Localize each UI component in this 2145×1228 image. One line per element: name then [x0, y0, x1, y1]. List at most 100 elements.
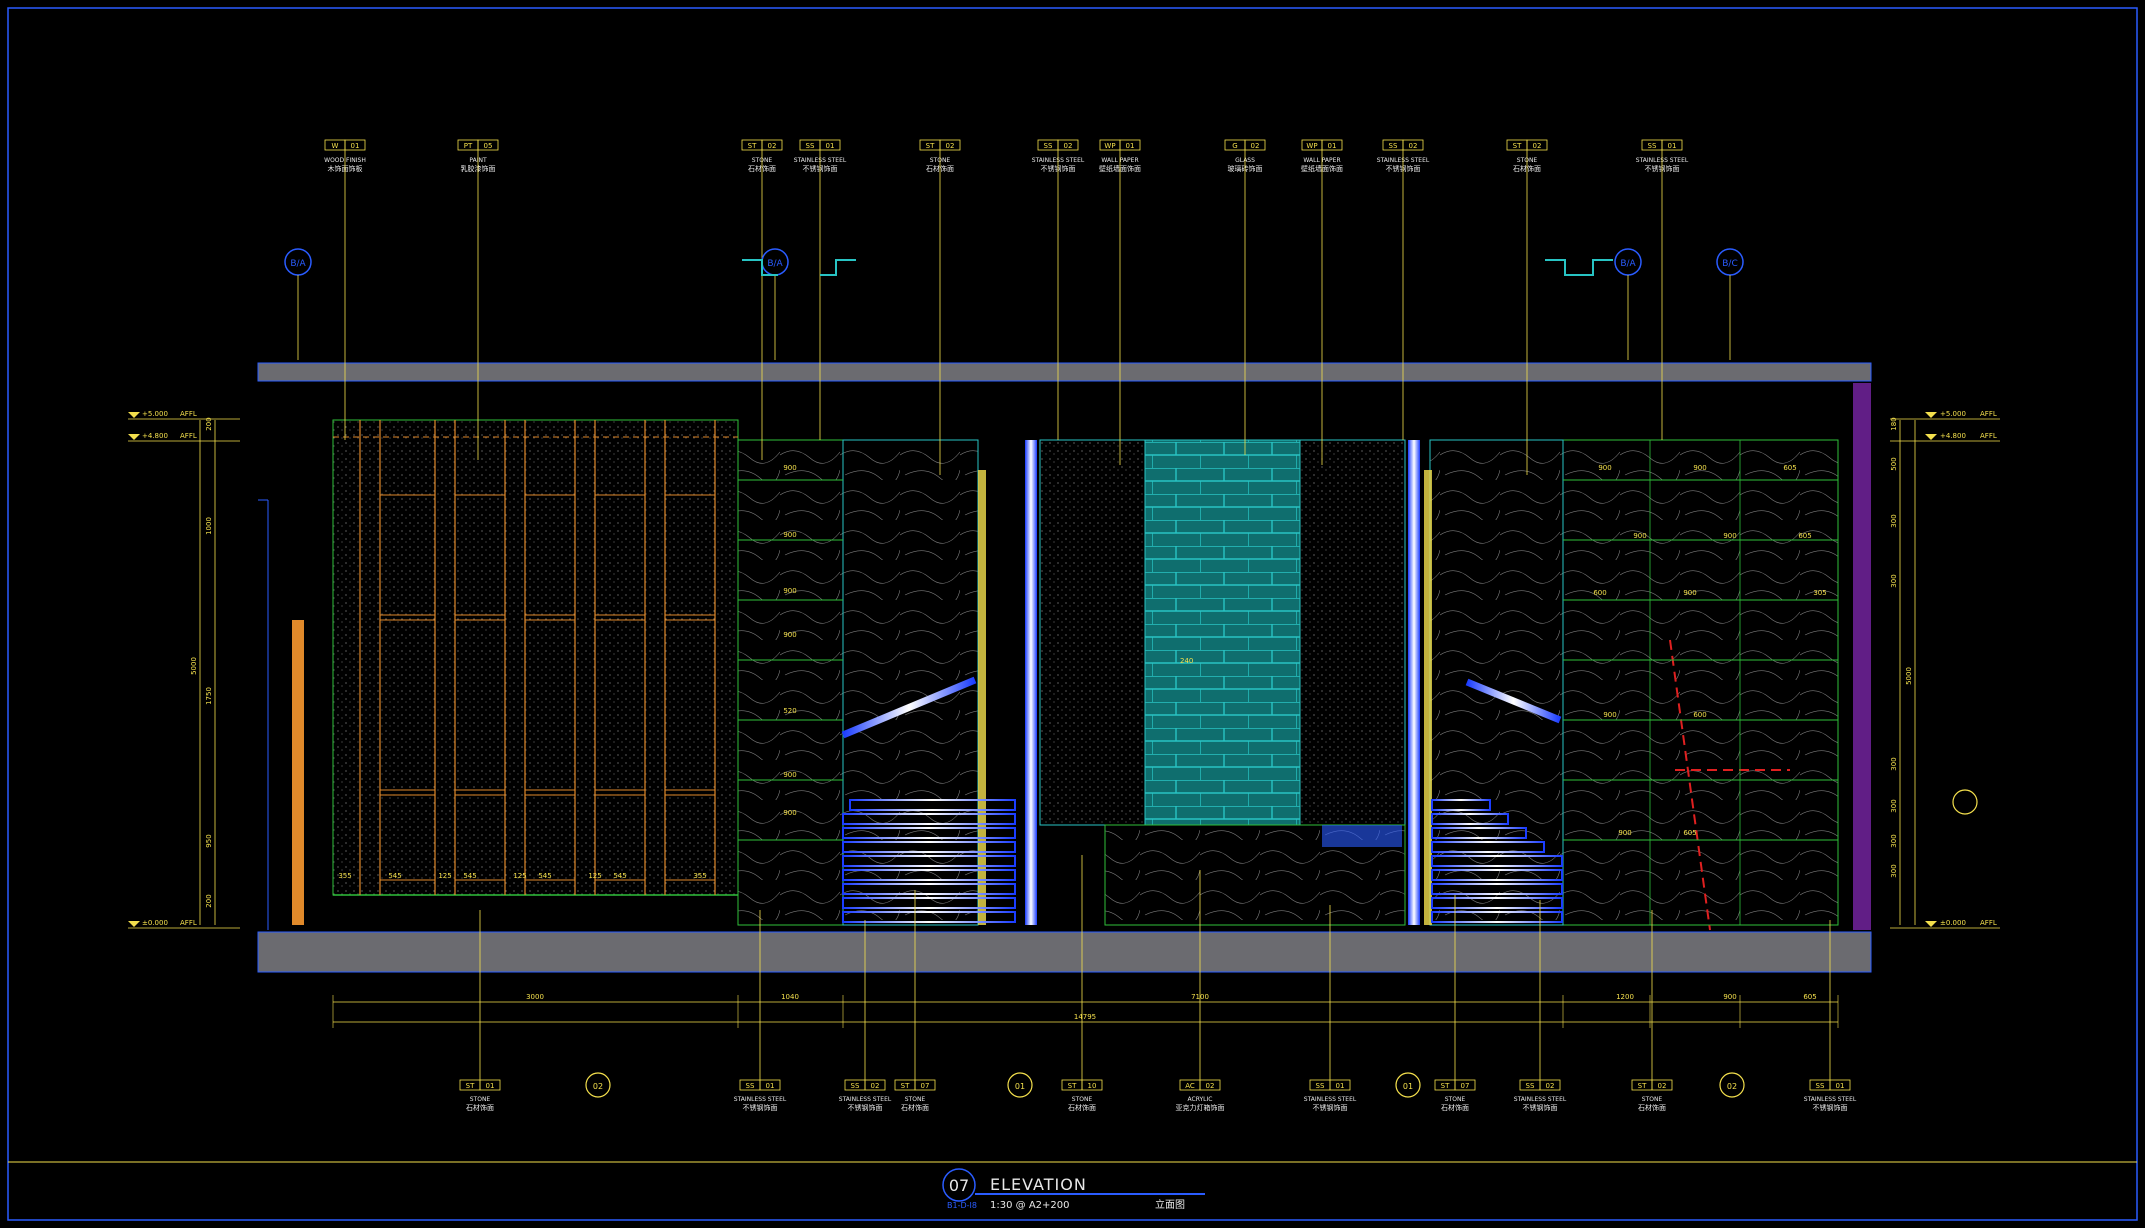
- callout-number: 01: [1328, 142, 1337, 150]
- wood-panel: [524, 794, 576, 881]
- title-scale: 1:30 @ A2+200: [990, 1200, 1069, 1211]
- tile-dim-label: 900: [1723, 532, 1736, 540]
- panel-dim-label: 355: [693, 872, 706, 880]
- level-symbol: [1925, 921, 1937, 927]
- acrylic-lightbox: [1322, 825, 1402, 847]
- callout-en: STAINLESS STEEL: [734, 1096, 787, 1103]
- stair-tread: [842, 813, 1016, 825]
- callout-number: 02: [1409, 142, 1418, 150]
- callout-number: 02: [871, 1082, 880, 1090]
- title-number: 07: [949, 1176, 969, 1195]
- level-unit: AFFL: [180, 432, 197, 440]
- callout-code: SS: [1526, 1082, 1535, 1090]
- tile-dim-label: 520: [783, 707, 796, 715]
- dim-label-bottom: 605: [1803, 993, 1816, 1001]
- callout-number: 02: [1546, 1082, 1555, 1090]
- dim-label-vertical: 300: [1890, 757, 1898, 770]
- stone-tile-wall-left: [737, 439, 844, 926]
- callout-number: 01: [1126, 142, 1135, 150]
- level-label-right: +5.000: [1940, 410, 1966, 418]
- wood-panel: [664, 494, 716, 616]
- title-block: 07 ELEVATION 1:30 @ A2+200 立面图 B1-D-I8: [942, 1168, 1205, 1211]
- tile-dim-label: 900: [783, 771, 796, 779]
- callout-en: STONE: [470, 1096, 491, 1103]
- wood-panel: [454, 794, 506, 881]
- tile-dim-label: 600: [1693, 711, 1706, 719]
- panel-dim-label: 125: [588, 872, 601, 880]
- callout-en: STAINLESS STEEL: [1514, 1096, 1567, 1103]
- wallpaper-panel-right: [1299, 439, 1406, 826]
- stair-edge-left: [978, 470, 986, 925]
- section-marker-label: 02: [593, 1082, 603, 1091]
- tile-dim-label: 305: [1813, 589, 1826, 597]
- callout-code: SS: [1648, 142, 1657, 150]
- callout-number: 02: [946, 142, 955, 150]
- floor-slab: [257, 931, 1872, 973]
- callout-number: 02: [1206, 1082, 1215, 1090]
- callout-cn: 不锈钢饰面: [743, 1103, 778, 1112]
- panel-dim-label: 545: [538, 872, 551, 880]
- level-unit: AFFL: [1980, 432, 1997, 440]
- stair-tread: [1431, 813, 1509, 825]
- section-cut-bracket: [1577, 259, 1613, 276]
- wallpaper-panel-left: [1039, 439, 1146, 826]
- panel-dim-label: 355: [338, 872, 351, 880]
- section-cut-line: [1669, 639, 1711, 931]
- tile-dim-label: 900: [783, 464, 796, 472]
- callout-code: W: [332, 142, 339, 150]
- wood-panel: [454, 619, 506, 791]
- stair-tread: [1431, 799, 1491, 811]
- callout-number: 02: [1251, 142, 1260, 150]
- callout-number: 01: [1668, 142, 1677, 150]
- sheet-border: [7, 7, 2138, 1221]
- callout-number: 07: [1461, 1082, 1470, 1090]
- callout-code: SS: [1816, 1082, 1825, 1090]
- panel-dim-label: 545: [388, 872, 401, 880]
- section-marker-label: 02: [1727, 1082, 1737, 1091]
- dim-label-vertical: 1750: [205, 687, 213, 705]
- tile-dim-label: 605: [1783, 464, 1796, 472]
- stair-tread: [842, 897, 1016, 909]
- level-label-left: +5.000: [142, 410, 168, 418]
- callout-cn: 石材饰面: [901, 1103, 929, 1112]
- wood-panel: [594, 619, 646, 791]
- section-marker-label: B/A: [290, 259, 306, 269]
- wood-panel-wall: [332, 419, 739, 896]
- callout-code: AC: [1185, 1082, 1195, 1090]
- dim-label-total: 14795: [1074, 1013, 1096, 1021]
- callout-en: STONE: [905, 1096, 926, 1103]
- tile-dim-label: 900: [783, 631, 796, 639]
- dim-label-bottom: 7100: [1191, 993, 1209, 1001]
- tile-dim-label: 605: [1798, 532, 1811, 540]
- section-marker-right: [1952, 789, 1978, 815]
- handrail-right: [1465, 678, 1562, 724]
- wood-panel: [524, 494, 576, 616]
- tile-dim-label: 900: [783, 531, 796, 539]
- dim-label-bottom: 1040: [781, 993, 799, 1001]
- panel-dim-label: 545: [613, 872, 626, 880]
- section-marker-label: 01: [1015, 1082, 1025, 1091]
- callout-number: 01: [826, 142, 835, 150]
- wood-panel: [664, 619, 716, 791]
- ceiling-slab: [257, 362, 1872, 382]
- dim-label-vertical: 180: [1890, 417, 1898, 430]
- callout-code: WP: [1306, 142, 1317, 150]
- dim-label-vertical: 200: [205, 417, 213, 430]
- stair-tread: [842, 855, 1016, 867]
- callout-number: 05: [484, 142, 493, 150]
- tile-dim-label: 900: [1618, 829, 1631, 837]
- dim-label-vertical: 200: [205, 894, 213, 907]
